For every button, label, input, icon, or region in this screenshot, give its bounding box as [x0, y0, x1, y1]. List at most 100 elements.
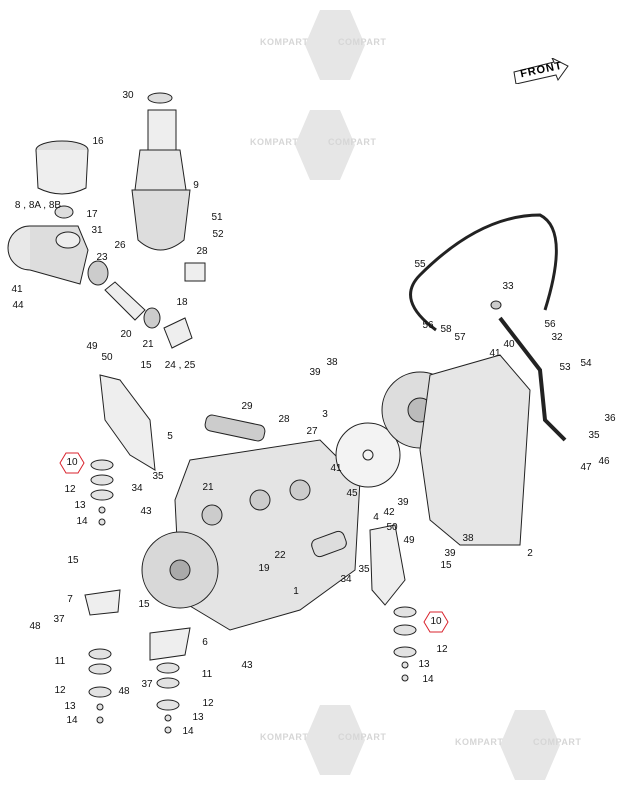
callout-45[interactable]: 45 [346, 488, 358, 499]
callout-1[interactable]: 1 [293, 586, 299, 597]
callout-33[interactable]: 33 [502, 281, 514, 292]
callout-44[interactable]: 44 [12, 300, 24, 311]
callout-46[interactable]: 46 [598, 456, 610, 467]
callout-16[interactable]: 16 [92, 136, 104, 147]
callout-36[interactable]: 36 [604, 413, 616, 424]
front-direction-arrow: FRONT [512, 56, 570, 85]
highlighted-callout-10-left[interactable]: 10 [59, 452, 85, 474]
callout-28b[interactable]: 28 [278, 414, 290, 425]
callout-21b[interactable]: 21 [202, 482, 214, 493]
callout-14b[interactable]: 14 [422, 674, 434, 685]
callout-49a[interactable]: 49 [86, 341, 98, 352]
callout-11b[interactable]: 11 [201, 669, 213, 680]
callout-35a[interactable]: 35 [588, 430, 600, 441]
callout-48b[interactable]: 48 [118, 686, 130, 697]
callout-number: 10 [66, 457, 78, 468]
callout-12b[interactable]: 12 [436, 644, 448, 655]
callout-13b[interactable]: 13 [418, 659, 430, 670]
callout-15a[interactable]: 15 [140, 360, 152, 371]
callout-37b[interactable]: 37 [141, 679, 153, 690]
callout-42[interactable]: 42 [383, 507, 395, 518]
callout-40[interactable]: 40 [503, 339, 515, 350]
engine-block [174, 439, 361, 631]
callout-26[interactable]: 26 [114, 240, 126, 251]
callout-41a[interactable]: 41 [11, 284, 23, 295]
callout-50a[interactable]: 50 [101, 352, 113, 363]
callout-6[interactable]: 6 [202, 637, 208, 648]
callout-34b[interactable]: 34 [340, 574, 352, 585]
callout-15d[interactable]: 15 [138, 599, 150, 610]
callout-15b[interactable]: 15 [440, 560, 452, 571]
callout-14a[interactable]: 14 [76, 516, 88, 527]
callout-58[interactable]: 58 [440, 324, 452, 335]
callout-23[interactable]: 23 [96, 252, 108, 263]
callout-19[interactable]: 19 [258, 563, 270, 574]
callout-28a[interactable]: 28 [196, 246, 208, 257]
callout-5[interactable]: 5 [167, 431, 173, 442]
intake-hoses [87, 260, 266, 442]
callout-38b[interactable]: 38 [462, 533, 474, 544]
callout-41c[interactable]: 41 [330, 463, 342, 474]
callout-37a[interactable]: 37 [53, 614, 65, 625]
callout-34a[interactable]: 34 [131, 483, 143, 494]
callout-56b[interactable]: 56 [544, 319, 556, 330]
callout-8[interactable]: 8 , 8A , 8B [14, 200, 62, 211]
callout-39b[interactable]: 39 [397, 497, 409, 508]
mount-bracket-front-left [84, 589, 121, 616]
callout-4[interactable]: 4 [373, 512, 379, 523]
callout-20[interactable]: 20 [120, 329, 132, 340]
callout-13d[interactable]: 13 [192, 712, 204, 723]
callout-2425[interactable]: 24 , 25 [164, 360, 196, 371]
callout-30[interactable]: 30 [122, 90, 134, 101]
callout-17[interactable]: 17 [86, 209, 98, 220]
callout-39a[interactable]: 39 [309, 367, 321, 378]
transmission [381, 354, 531, 546]
callout-49b[interactable]: 49 [403, 535, 415, 546]
callout-32[interactable]: 32 [551, 332, 563, 343]
callout-9[interactable]: 9 [193, 180, 199, 191]
callout-number: 10 [430, 616, 442, 627]
callout-3[interactable]: 3 [322, 409, 328, 420]
callout-39c[interactable]: 39 [444, 548, 456, 559]
callout-53[interactable]: 53 [559, 362, 571, 373]
callout-12a[interactable]: 12 [64, 484, 76, 495]
callout-29[interactable]: 29 [241, 401, 253, 412]
callout-55[interactable]: 55 [414, 259, 426, 270]
dipstick-tube [490, 300, 567, 442]
flywheel-housing [335, 422, 401, 488]
callout-47[interactable]: 47 [580, 462, 592, 473]
precleaner-cap [35, 140, 89, 195]
callout-7[interactable]: 7 [67, 594, 73, 605]
callout-12d[interactable]: 12 [202, 698, 214, 709]
callout-13c[interactable]: 13 [64, 701, 76, 712]
callout-41b[interactable]: 41 [489, 348, 501, 359]
callout-43b[interactable]: 43 [241, 660, 253, 671]
callout-57[interactable]: 57 [454, 332, 466, 343]
callout-38a[interactable]: 38 [326, 357, 338, 368]
callout-54[interactable]: 54 [580, 358, 592, 369]
callout-21a[interactable]: 21 [142, 339, 154, 350]
callout-18[interactable]: 18 [176, 297, 188, 308]
callout-35b[interactable]: 35 [152, 471, 164, 482]
hexagon-icon [59, 452, 85, 474]
callout-27[interactable]: 27 [306, 426, 318, 437]
callout-2[interactable]: 2 [527, 548, 533, 559]
callout-51[interactable]: 51 [211, 212, 223, 223]
callout-43a[interactable]: 43 [140, 506, 152, 517]
callout-15c[interactable]: 15 [67, 555, 79, 566]
callout-14c[interactable]: 14 [66, 715, 78, 726]
air-cleaner-housing [7, 205, 89, 285]
callout-11a[interactable]: 11 [54, 656, 66, 667]
callout-31[interactable]: 31 [91, 225, 103, 236]
callout-22[interactable]: 22 [274, 550, 286, 561]
highlighted-callout-10-right[interactable]: 10 [423, 611, 449, 633]
callout-35c[interactable]: 35 [358, 564, 370, 575]
callout-56a[interactable]: 56 [422, 320, 434, 331]
callout-14d[interactable]: 14 [182, 726, 194, 737]
callout-52[interactable]: 52 [212, 229, 224, 240]
callout-13a[interactable]: 13 [74, 500, 86, 511]
callout-12c[interactable]: 12 [54, 685, 66, 696]
callout-50b[interactable]: 50 [386, 522, 398, 533]
callout-48a[interactable]: 48 [29, 621, 41, 632]
